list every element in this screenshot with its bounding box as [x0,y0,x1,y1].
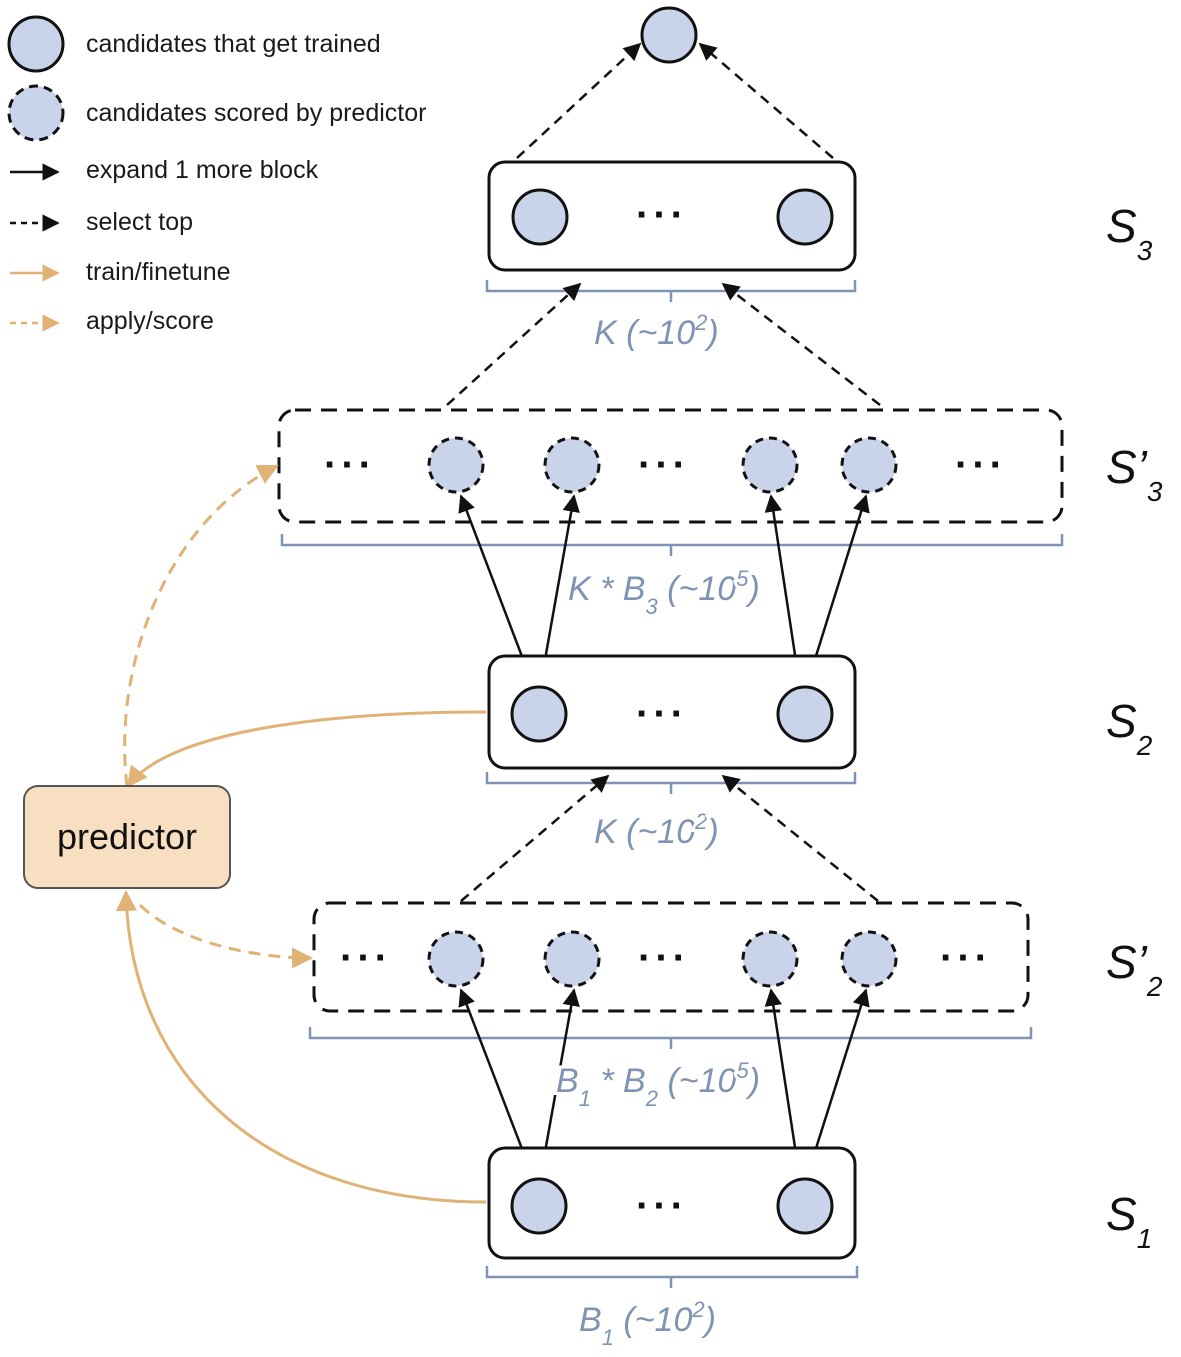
select-arrow-s3p-right [721,282,881,406]
select-arrow-s3p-left [446,282,582,406]
scored-node [543,436,601,494]
ellipsis: ··· [324,443,376,487]
stage-label-s2-prime: S’2 [1106,936,1163,1002]
legend-apply-label: apply/score [86,307,214,335]
bracket-s2-prime [308,1027,1033,1049]
stage-label-s2: S2 [1106,695,1153,761]
ellipsis: ··· [636,692,688,736]
scored-node [741,436,799,494]
scored-node [427,436,485,494]
select-arrow-s3-right [698,42,834,159]
scored-node [741,930,799,988]
count-label-k-top: K (~102) [594,310,719,352]
scored-node [427,930,485,988]
bracket-s3 [485,280,857,302]
stage-label-s3-prime: S’3 [1106,441,1163,507]
apply-arrow-predictor-to-s3p [123,464,279,787]
stage-s3-box: ··· [487,160,857,272]
ellipsis: ··· [636,1184,688,1228]
count-label-b1b2: B1 * B2 (~105) [556,1058,760,1111]
legend-trained-node-icon [7,15,65,73]
scored-node [840,436,898,494]
stage-label-s1: S1 [1106,1188,1152,1254]
legend: candidates that get trained candidates s… [7,15,426,335]
trained-node [776,1177,834,1235]
count-label-b1: B1 (~102) [579,1297,716,1350]
trained-node [511,188,569,246]
bracket-s3-prime [280,534,1064,556]
select-arrow-s2p-right [721,774,879,902]
predictor-box: predictor [23,785,231,889]
bracket-s1 [485,1266,859,1288]
predictor-label: predictor [57,816,197,857]
bracket-s2 [485,772,857,794]
scored-node [840,930,898,988]
legend-scored-label: candidates scored by predictor [86,99,426,127]
trained-node [776,685,834,743]
ellipsis: ··· [955,443,1007,487]
count-label-k-mid: K (~102) [594,809,719,851]
top-selected-node [640,6,698,64]
apply-arrow-predictor-to-s2p [138,903,314,969]
legend-select-label: select top [86,208,193,236]
scored-node [543,930,601,988]
ellipsis: ··· [638,936,690,980]
ellipsis: ··· [340,936,392,980]
ellipsis: ··· [940,936,992,980]
select-arrow-s2p-left [460,774,610,902]
trained-node [776,188,834,246]
stage-s1-box: ··· [487,1146,857,1260]
select-arrow-s3-left [516,42,642,159]
legend-train-label: train/finetune [86,258,231,286]
ellipsis: ··· [638,443,690,487]
stage-s2-box: ··· [487,654,857,770]
legend-expand-label: expand 1 more block [86,156,319,184]
train-arrow-s2-to-predictor [126,710,487,788]
legend-scored-node-icon [7,84,65,142]
stage-label-s3: S3 [1106,200,1153,266]
legend-trained-label: candidates that get trained [86,30,381,58]
count-label-kb3: K * B3 (~105) [568,566,760,619]
stage-s2-prime-box: ··· ··· ··· [312,901,1030,1013]
trained-node [510,685,568,743]
ellipsis: ··· [636,193,688,237]
trained-node [510,1177,568,1235]
train-arrow-s1-to-predictor [115,889,487,1204]
stage-s3-prime-box: ··· ··· ··· [277,408,1064,524]
